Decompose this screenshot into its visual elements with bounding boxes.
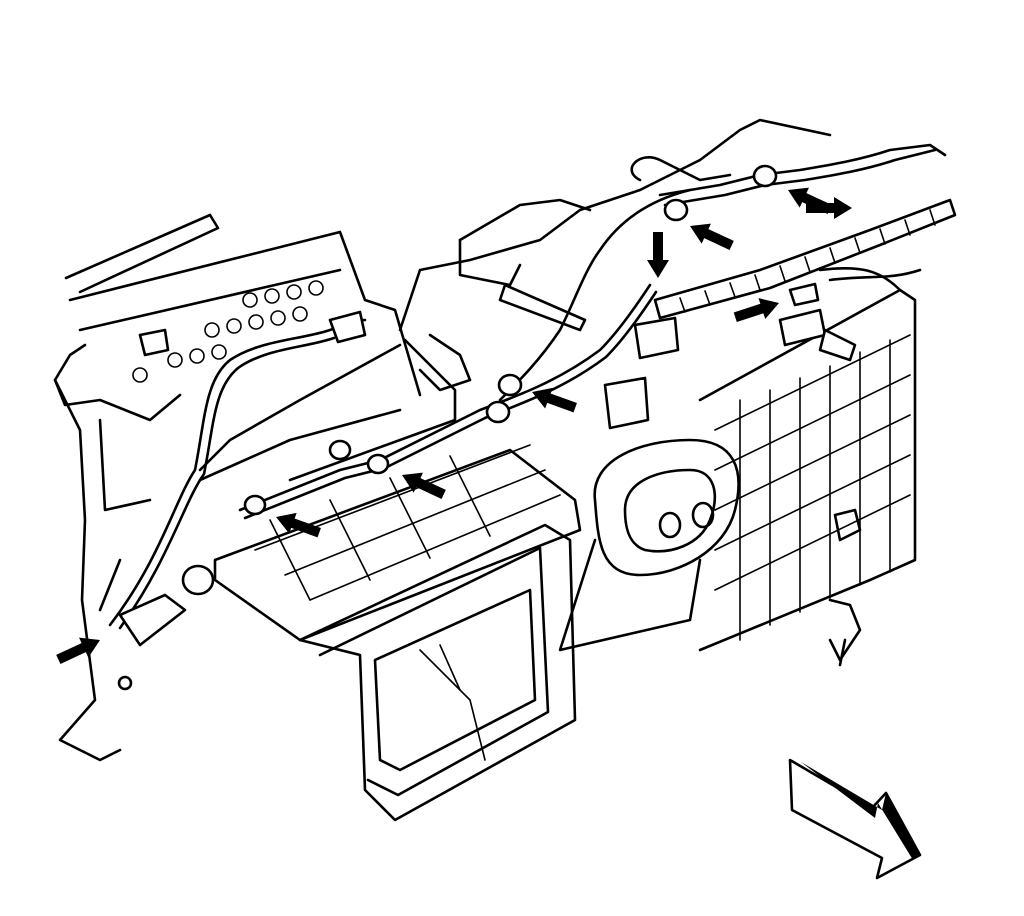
wire-harness xyxy=(108,143,947,630)
harness-clip xyxy=(366,453,390,475)
callout-arrow xyxy=(733,298,779,322)
harness-clip xyxy=(117,675,133,691)
blower-motor xyxy=(558,438,740,652)
callout-arrow xyxy=(276,512,321,538)
braided-harness xyxy=(653,198,957,320)
callout-arrow xyxy=(56,637,100,664)
air-outlet-frame xyxy=(298,523,577,822)
harness-clip xyxy=(497,373,523,397)
instrument-panel-housing xyxy=(53,213,422,762)
callout-arrows xyxy=(56,187,852,664)
harness-clip xyxy=(181,564,215,596)
harness-clip xyxy=(243,494,267,516)
callout-arrow xyxy=(690,223,734,250)
callout-arrow xyxy=(532,387,577,413)
heater-core-grid xyxy=(698,288,917,667)
callout-arrow xyxy=(402,472,446,499)
harness-clips xyxy=(117,164,778,691)
front-of-vehicle-arrow xyxy=(788,758,922,880)
hvac-case xyxy=(198,118,832,482)
harness-clip xyxy=(663,198,689,222)
harness-clip xyxy=(485,400,511,424)
callout-arrow xyxy=(806,197,852,219)
blower-grid-housing xyxy=(213,444,582,642)
callout-arrow xyxy=(647,232,669,278)
callout-arrow xyxy=(788,187,832,214)
electrical-connectors xyxy=(118,282,857,647)
harness-clip xyxy=(328,439,352,461)
panel-vent-holes xyxy=(132,280,324,383)
harness-clip xyxy=(752,164,778,188)
